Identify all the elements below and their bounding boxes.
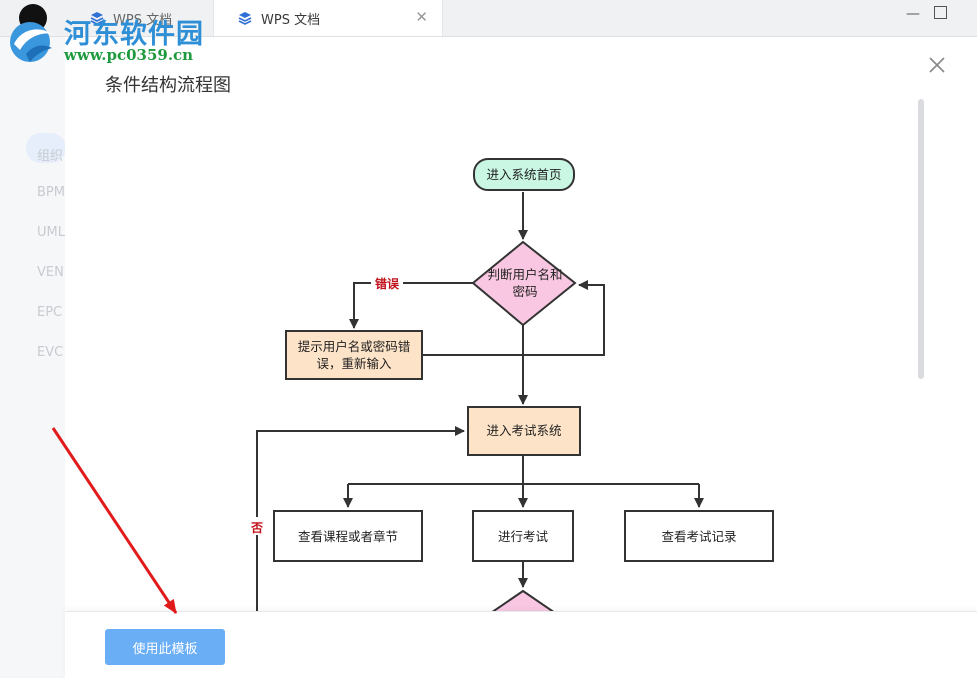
modal-title: 条件结构流程图: [105, 75, 231, 96]
tab-close-icon[interactable]: ✕: [415, 8, 428, 26]
node-start: [473, 158, 575, 191]
node-decision-text-1: 判断用户名和: [487, 267, 562, 282]
tab-bar: WPS 文档 WPS 文档 ✕ —: [0, 0, 977, 37]
node-take-exam-text: 进行考试: [498, 529, 549, 544]
sidebar-selected-pill: [26, 133, 66, 163]
label-no: 否: [250, 521, 263, 535]
sidebar-item[interactable]: BPM: [37, 185, 65, 200]
use-template-button[interactable]: 使用此模板: [105, 629, 225, 665]
tab-wps-doc-1[interactable]: WPS 文档: [82, 0, 208, 36]
sidebar-item[interactable]: 组织: [37, 149, 64, 164]
sidebar: 组织 BPM UML VEN EPC EVC: [0, 37, 66, 677]
tab-wps-doc-2[interactable]: WPS 文档 ✕: [213, 0, 443, 36]
node-decision-text-2: 密码: [512, 284, 537, 299]
node-view-course: [273, 510, 423, 562]
flow-arrow: [256, 426, 465, 611]
vertical-scrollbar[interactable]: [918, 99, 924, 379]
node-decision-2: [491, 589, 555, 611]
template-preview-modal: 条件结构流程图: [65, 37, 977, 678]
sidebar-item[interactable]: VEN: [37, 265, 64, 280]
modal-footer: 使用此模板: [65, 611, 977, 678]
wps-doc-icon: [238, 12, 252, 25]
watermark-url: www.pc0359.cn: [64, 46, 194, 64]
sidebar-item[interactable]: EVC: [37, 345, 64, 360]
sidebar-item[interactable]: EPC: [37, 305, 63, 320]
flowchart-canvas: 进入系统首页 判断用户名和 密码 提示用户名或密码错 误，重新输入 错误 进入考…: [248, 158, 774, 611]
node-start-text: 进入系统首页: [486, 167, 561, 182]
flow-arrow: [422, 280, 605, 356]
flow-arrow: [349, 282, 474, 329]
minimize-icon[interactable]: —: [906, 6, 920, 22]
tab-label: WPS 文档: [261, 12, 321, 28]
watermark-logo-icon: [10, 22, 52, 62]
node-view-records-text: 查看考试记录: [661, 529, 736, 544]
wps-doc-icon: [90, 12, 104, 25]
close-icon[interactable]: [927, 55, 947, 75]
node-exam-system-text: 进入考试系统: [486, 423, 561, 438]
watermark-title: 河东软件园: [64, 19, 204, 50]
node-view-records: [624, 510, 774, 562]
node-exam-system: [467, 406, 581, 456]
node-decision: [471, 240, 577, 327]
maximize-icon[interactable]: [934, 6, 947, 19]
label-wrong: 错误: [375, 276, 400, 291]
tab-label: WPS 文档: [113, 12, 173, 28]
node-error: [285, 330, 423, 380]
node-view-course-text: 查看课程或者章节: [298, 529, 398, 544]
node-error-text-2: 误，重新输入: [316, 356, 392, 371]
node-take-exam: [472, 510, 574, 562]
sidebar-item[interactable]: UML: [37, 225, 65, 240]
node-error-text-1: 提示用户名或密码错: [298, 339, 411, 354]
